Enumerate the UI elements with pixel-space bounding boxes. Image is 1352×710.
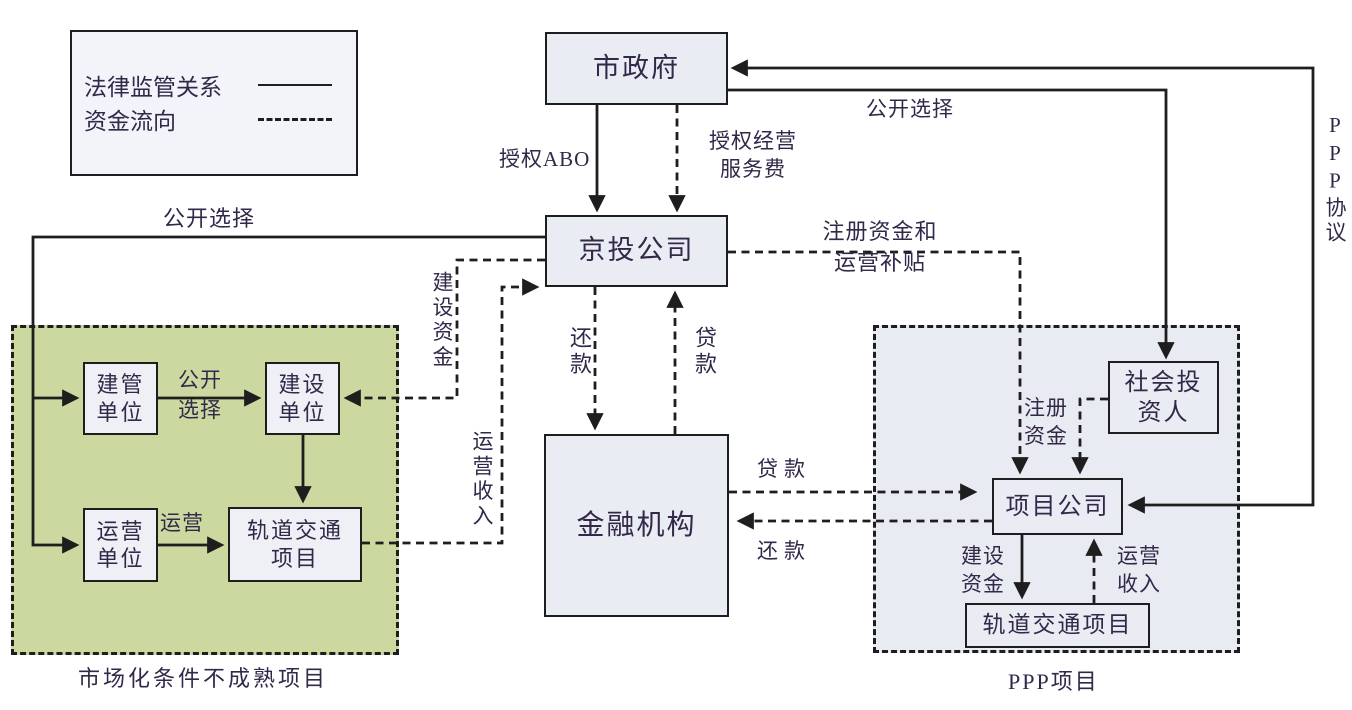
edge-construction-funds-left-line — [343, 258, 545, 407]
edge-label-open-selection-left: 公开选择 — [163, 206, 256, 231]
node-operation-unit-line1: 运营 — [96, 518, 145, 544]
node-operation-unit: 运营 单位 — [83, 508, 158, 582]
edge-open-selection-left-line — [31, 235, 545, 554]
node-rail-project-left-line1: 轨道交通 — [246, 518, 343, 543]
immature-market-group-caption: 市场化条件不成熟项目 — [78, 666, 329, 691]
node-rail-project-right: 轨道交通项目 — [965, 603, 1150, 648]
node-city-government: 市政府 — [545, 32, 728, 105]
edge-label-operating-income-right: 运营 收入 — [1110, 542, 1168, 598]
node-rail-project-left: 轨道交通 项目 — [228, 507, 362, 582]
node-social-investor-label-line2: 资人 — [1137, 399, 1190, 426]
edge-label-authorize-abo: 授权ABO — [499, 147, 591, 171]
edge-label-open-selection-mid-line1: 公开 — [178, 368, 222, 392]
node-project-company-label: 项目公司 — [1005, 493, 1110, 520]
node-financial-institution-label: 金融机构 — [576, 510, 697, 541]
node-construction-mgmt-unit-line1: 建管 — [96, 372, 145, 397]
edge-label-construction-funds-right-line1: 建设 — [961, 544, 1005, 568]
edge-label-registered-capital-subsidy-line1: 注册资金和 — [822, 219, 938, 244]
edge-label-open-selection-mid: 公开 选择 — [172, 365, 228, 425]
node-operation-unit-line2: 单位 — [96, 546, 145, 571]
edge-label-registered-capital-line1: 注册 — [1024, 396, 1068, 420]
legend-solid-label: 法律监管关系 — [84, 75, 222, 100]
ppp-project-group-caption: PPP项目 — [1008, 669, 1099, 694]
edge-label-repayment-right: 还款 — [757, 539, 811, 563]
node-social-investor: 社会投 资人 — [1108, 361, 1219, 434]
edge-label-registered-capital-line2: 资金 — [1024, 424, 1068, 448]
edge-label-operation-mid: 运营 — [160, 511, 204, 535]
edge-label-loan-center: 贷款 — [692, 326, 717, 378]
edge-label-ppp-agreement: PPP协议 — [1323, 113, 1347, 246]
node-rail-project-right-label: 轨道交通项目 — [982, 612, 1133, 638]
edge-registered-capital-subsidy-line — [728, 250, 1029, 475]
node-project-company: 项目公司 — [992, 478, 1123, 535]
edge-label-construction-funds-left: 建设资金 — [430, 271, 454, 371]
node-construction-unit: 建设 单位 — [265, 362, 340, 435]
edge-open-selection-right-line — [728, 88, 1175, 360]
node-financial-institution: 金融机构 — [544, 434, 729, 617]
node-city-government-label: 市政府 — [593, 52, 680, 83]
edge-label-authorize-operation-fee-line2: 服务费 — [720, 157, 786, 181]
edge-operating-income-left-line — [362, 278, 540, 545]
edge-label-open-selection-top: 公开选择 — [866, 97, 954, 121]
edge-label-operating-income-left: 运营收入 — [470, 430, 494, 530]
node-construction-mgmt-unit: 建管 单位 — [83, 362, 158, 435]
edge-ppp-agreement-line — [730, 59, 1315, 514]
node-construction-mgmt-unit-line2: 单位 — [96, 399, 145, 425]
node-construction-unit-line1: 建设 — [278, 372, 327, 397]
edge-label-operating-income-right-line1: 运营 — [1117, 544, 1161, 568]
legend-dashed-line-sample — [258, 117, 332, 121]
legend-solid-line-sample — [258, 84, 332, 86]
edge-label-loan-right: 贷款 — [757, 457, 811, 481]
legend-row-dashed: 资金流向 — [84, 104, 332, 134]
legend-box: 法律监管关系 资金流向 — [70, 30, 358, 176]
legend-row-solid: 法律监管关系 — [84, 70, 332, 100]
edge-registered-capital-line — [1071, 397, 1108, 475]
edge-label-construction-funds-right: 建设 资金 — [954, 542, 1012, 598]
edge-label-registered-capital-subsidy: 注册资金和 运营补贴 — [800, 216, 960, 278]
legend-dashed-label: 资金流向 — [84, 109, 176, 134]
edge-label-registered-capital: 注册 资金 — [1016, 394, 1076, 450]
node-jingtou-company-label: 京投公司 — [578, 235, 695, 266]
edge-label-authorize-operation-fee: 授权经营 服务费 — [690, 127, 816, 183]
node-construction-unit-line2: 单位 — [278, 399, 327, 425]
node-jingtou-company: 京投公司 — [545, 215, 728, 287]
node-rail-project-left-line2: 项目 — [270, 545, 319, 571]
edge-label-construction-funds-right-line2: 资金 — [961, 572, 1005, 596]
edge-label-open-selection-mid-line2: 选择 — [178, 398, 222, 422]
edge-label-registered-capital-subsidy-line2: 运营补贴 — [833, 250, 926, 275]
edge-label-authorize-operation-fee-line1: 授权经营 — [709, 129, 797, 153]
node-social-investor-label-line1: 社会投 — [1124, 369, 1203, 396]
edge-label-repayment-center: 还款 — [567, 326, 592, 378]
edge-label-operating-income-right-line2: 收入 — [1117, 572, 1161, 596]
